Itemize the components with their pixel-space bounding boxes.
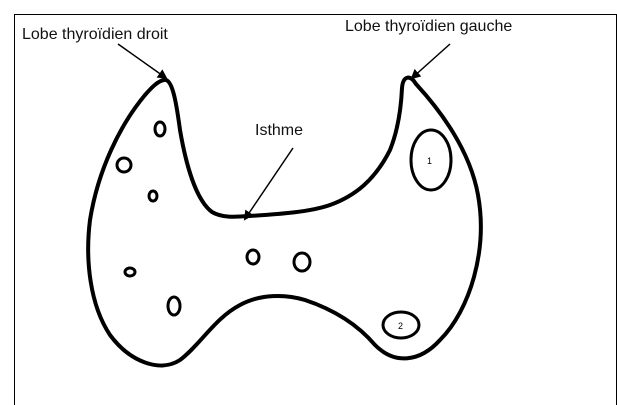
nodule [247, 250, 259, 264]
nodule [125, 268, 135, 276]
nodule [294, 253, 310, 271]
arrow-right-lobe [118, 44, 166, 78]
right-lobe-label: Lobe thyroïdien droit [22, 26, 168, 44]
nodule [168, 297, 180, 315]
nodule [117, 158, 131, 172]
thyroid-outline [88, 78, 481, 366]
nodule [155, 122, 165, 136]
arrow-left-lobe [412, 44, 450, 78]
nodule [149, 191, 157, 201]
nodule-2-label: 2 [398, 321, 403, 331]
nodule-1-label: 1 [427, 156, 432, 166]
arrow-isthmus [245, 148, 293, 219]
left-lobe-label: Lobe thyroïdien gauche [345, 18, 512, 36]
isthmus-label: Isthme [255, 122, 303, 140]
